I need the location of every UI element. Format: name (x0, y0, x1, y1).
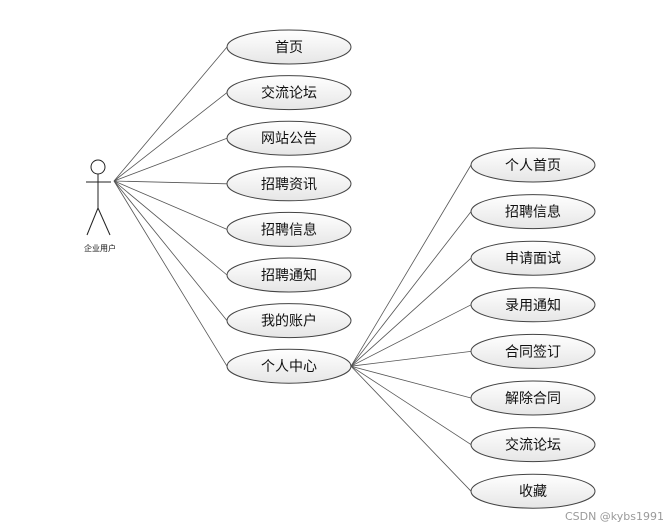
use-case-label: 我的账户 (261, 313, 317, 330)
use-case-label: 招聘信息 (505, 204, 561, 221)
association-line (113, 180, 228, 367)
use-case-center: 个人中心 (226, 348, 352, 384)
association-line (113, 46, 228, 182)
use-case-label: 合同签订 (505, 343, 561, 360)
use-case-c-terminate: 解除合同 (470, 380, 596, 416)
use-case-label: 交流论坛 (261, 85, 317, 102)
use-case-label: 招聘通知 (261, 267, 317, 284)
actor-leg-left (86, 207, 99, 236)
use-case-ellipse (226, 75, 352, 111)
association-line (350, 164, 472, 367)
use-case-label: 首页 (275, 40, 303, 56)
use-case-label: 个人中心 (261, 359, 317, 375)
use-case-recruit-notice: 招聘通知 (226, 257, 352, 293)
actor-enterprise-user: 企业用户 (84, 159, 116, 253)
use-case-label: 招聘信息 (261, 221, 317, 238)
use-case-label: 交流论坛 (505, 437, 561, 454)
use-case-ellipse (470, 427, 596, 463)
actor-label: 企业用户 (84, 243, 116, 253)
use-case-c-recruit-info: 招聘信息 (470, 194, 596, 230)
association-line (350, 365, 472, 399)
association-line (113, 137, 228, 182)
use-case-c-home: 个人首页 (470, 147, 596, 183)
association-line (350, 304, 472, 367)
use-case-label: 收藏 (519, 484, 547, 500)
use-case-account: 我的账户 (226, 303, 352, 339)
use-case-c-hire: 录用通知 (470, 287, 596, 323)
use-case-home: 首页 (226, 29, 352, 65)
watermark: CSDN @kybs1991 (565, 510, 664, 523)
association-lines (113, 46, 472, 492)
use-case-ellipse (226, 211, 352, 247)
use-case-ellipse (226, 257, 352, 293)
association-line (113, 180, 228, 230)
use-case-c-favorite: 收藏 (470, 473, 596, 509)
association-line (350, 365, 472, 445)
use-case-c-forum: 交流论坛 (470, 427, 596, 463)
association-line (113, 180, 228, 276)
use-case-label: 网站公告 (261, 131, 317, 147)
association-line (350, 365, 472, 492)
use-case-ellipse (226, 303, 352, 339)
association-line (113, 180, 228, 185)
use-case-ellipse (226, 120, 352, 156)
actor-head (90, 159, 106, 175)
use-case-notice: 网站公告 (226, 120, 352, 156)
use-case-label: 解除合同 (505, 391, 561, 407)
use-case-ellipse (470, 147, 596, 183)
use-case-ellipse (470, 333, 596, 369)
use-case-label: 申请面试 (505, 251, 561, 267)
use-case-ellipse (226, 166, 352, 202)
use-case-ellipse (470, 194, 596, 230)
use-case-ellipse (470, 473, 596, 509)
use-case-c-interview: 申请面试 (470, 240, 596, 276)
use-case-recruit-info: 招聘信息 (226, 211, 352, 247)
association-line (350, 351, 472, 367)
association-line (350, 257, 472, 367)
association-line (113, 180, 228, 321)
use-case-forum: 交流论坛 (226, 75, 352, 111)
actor-leg-right (97, 207, 111, 236)
use-case-label: 个人首页 (505, 158, 561, 174)
use-case-news: 招聘资讯 (226, 166, 352, 202)
use-case-ellipse (470, 287, 596, 323)
use-case-ellipse (226, 29, 352, 65)
use-case-ellipse (470, 380, 596, 416)
use-case-c-contract: 合同签订 (470, 333, 596, 369)
association-line (350, 211, 472, 367)
use-case-ellipse (470, 240, 596, 276)
use-case-label: 录用通知 (505, 297, 561, 314)
association-line (113, 92, 228, 182)
use-case-ellipse (226, 348, 352, 384)
use-case-label: 招聘资讯 (261, 177, 317, 193)
